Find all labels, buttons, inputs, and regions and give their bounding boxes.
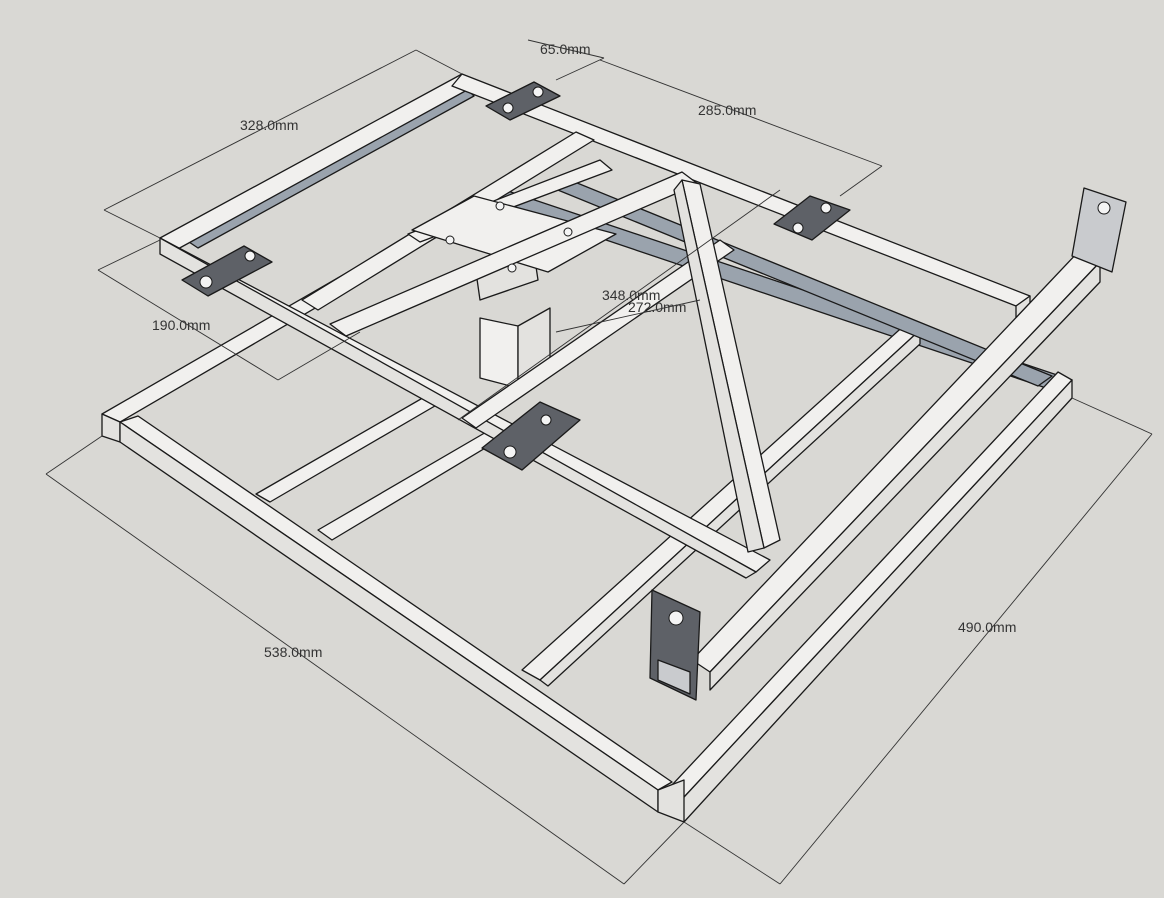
bracket-front	[649, 589, 701, 701]
mounting-plates	[181, 81, 1127, 701]
plate-hole	[244, 250, 256, 262]
center-post-front	[479, 317, 519, 389]
dim-190-line	[97, 269, 279, 381]
plate-top-back	[485, 81, 561, 121]
base-right-rail-top	[657, 371, 1073, 811]
plate-hole	[820, 202, 832, 214]
plate-hole	[532, 86, 544, 98]
plate-hole	[502, 102, 514, 114]
bracket-right	[1071, 187, 1127, 273]
dim-label-348: 348.0mm	[602, 287, 660, 303]
dim-65-line	[527, 39, 605, 59]
plate-hole	[445, 235, 455, 245]
dim-272-line	[555, 299, 701, 333]
center-plate-holes	[445, 201, 573, 273]
right-arm-side	[709, 261, 1101, 691]
dimension-lines	[45, 39, 1153, 885]
base-frame	[101, 184, 1073, 823]
dim-label-328: 328.0mm	[240, 117, 298, 133]
dim-348-line	[457, 189, 781, 421]
dim-label-285: 285.0mm	[698, 102, 756, 118]
top-cross-3	[461, 239, 735, 429]
plate-hole	[540, 414, 552, 426]
plate-hole	[792, 222, 804, 234]
plate-hole	[507, 263, 517, 273]
dim-label-65: 65.0mm	[540, 41, 591, 57]
plate-hole	[503, 445, 517, 459]
plate-top-right	[773, 195, 851, 241]
dim-label-538: 538.0mm	[264, 644, 322, 660]
dim-label-490: 490.0mm	[958, 619, 1016, 635]
dimension-labels: 65.0mm 328.0mm 285.0mm 190.0mm 348.0mm 2…	[152, 41, 1016, 660]
plate-hole	[563, 227, 573, 237]
dim-328-line	[103, 49, 417, 211]
dim-285-line	[599, 59, 883, 167]
dim-label-272: 272.0mm	[628, 299, 686, 315]
plate-front	[481, 401, 581, 471]
plate-hole	[199, 275, 213, 289]
dim-490-line	[779, 433, 1153, 885]
dim-label-190: 190.0mm	[152, 317, 210, 333]
dim-538-line	[45, 473, 625, 885]
top-front-rail-side	[159, 237, 757, 579]
center-post	[475, 239, 551, 389]
base-cross-3-side	[539, 329, 921, 687]
top-frame	[159, 73, 1101, 691]
plate-hole	[495, 201, 505, 211]
diagonal-strut-side	[673, 179, 765, 553]
plate-top-left	[181, 245, 273, 297]
bracket-hole	[668, 610, 684, 626]
bracket-hole	[1097, 201, 1111, 215]
